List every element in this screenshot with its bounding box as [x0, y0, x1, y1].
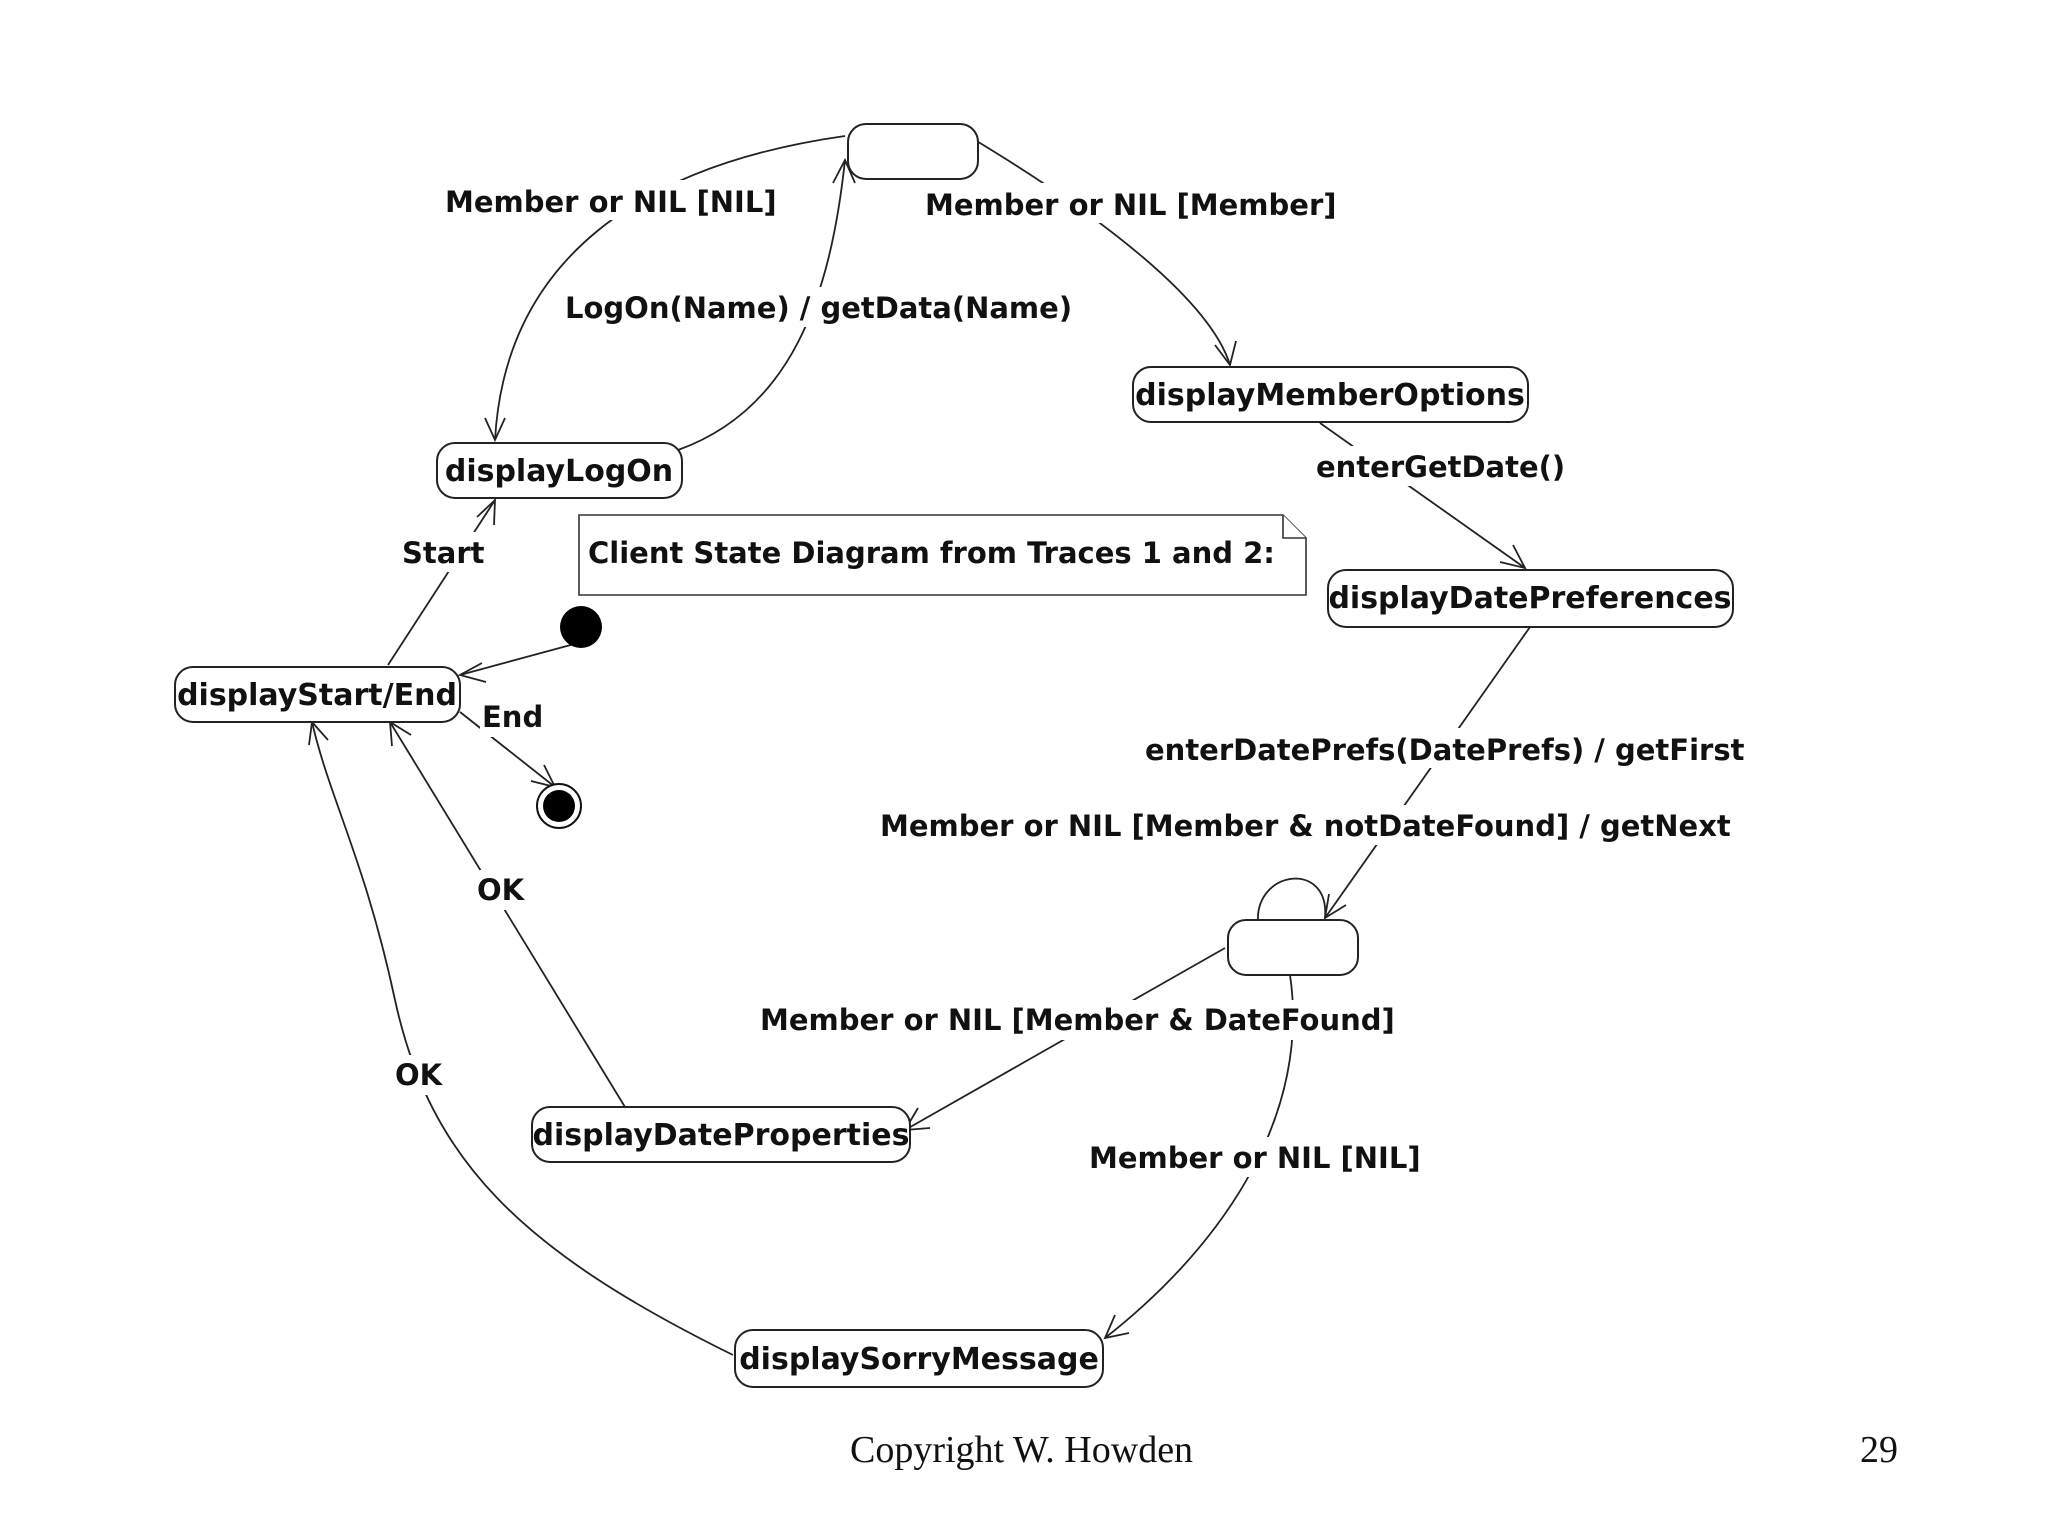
arrowhead-start-in — [457, 662, 487, 683]
final-state-inner — [543, 790, 575, 822]
label-logon: LogOn(Name) / getData(Name) — [565, 291, 1072, 325]
edge-properties-to-start — [389, 721, 626, 1108]
decision-node-bottom — [1227, 919, 1359, 976]
footer-copyright: Copyright W. Howden — [850, 1429, 1194, 1471]
label-enter-date-prefs: enterDatePrefs(DatePrefs) / getFirst — [1145, 733, 1745, 767]
state-label-display-date-properties: displayDateProperties — [533, 1118, 910, 1153]
arrowhead-prefs-in — [1499, 544, 1527, 570]
state-label-display-start-end: displayStart/End — [177, 678, 457, 713]
edge-end-to-final — [459, 711, 556, 788]
label-enter-get-date: enterGetDate() — [1316, 450, 1565, 484]
note-text: Client State Diagram from Traces 1 and 2… — [588, 536, 1275, 570]
arrowhead-sorry-in — [1103, 1314, 1130, 1340]
edge-sorry-to-start — [311, 721, 734, 1356]
decision-node-top — [847, 123, 979, 180]
arrowhead-options-in — [1214, 340, 1237, 368]
initial-state — [560, 606, 602, 648]
label-member-nil-nil-bottom: Member or NIL [NIL] — [1089, 1141, 1421, 1175]
state-display-start-end: displayStart/End — [174, 666, 461, 723]
edge-nil-to-logon — [494, 135, 846, 441]
label-ok-sorry: OK — [395, 1058, 444, 1092]
state-display-member-options: displayMemberOptions — [1132, 366, 1529, 423]
state-label-display-member-options: displayMemberOptions — [1135, 378, 1525, 413]
edge-start-to-logon — [387, 499, 496, 666]
edge-prefs-to-decision — [1324, 626, 1531, 919]
label-ok-properties: OK — [477, 873, 526, 907]
state-label-display-sorry-message: displaySorryMessage — [739, 1342, 1099, 1377]
state-display-date-properties: displayDateProperties — [531, 1106, 911, 1163]
label-member-nil-nil-top: Member or NIL [NIL] — [445, 185, 777, 219]
arrowhead-logon-start-in — [476, 497, 496, 526]
label-member-nil-member: Member or NIL [Member] — [925, 188, 1337, 222]
arrowhead-logon-in — [484, 417, 506, 443]
state-display-logon: displayLogOn — [436, 442, 683, 499]
edge-initial-to-start — [459, 642, 579, 676]
note-box — [578, 514, 1307, 596]
arrowhead-decision-in — [832, 157, 856, 184]
arrowhead-start-ok2-in — [308, 719, 329, 746]
edge-self-loop — [1257, 877, 1326, 923]
state-label-display-date-preferences: displayDatePreferences — [1328, 581, 1731, 616]
label-start: Start — [402, 536, 485, 570]
note-fold — [1282, 515, 1306, 539]
edge-member-to-options — [969, 136, 1231, 366]
label-end: End — [482, 700, 543, 734]
state-label-display-logon: displayLogOn — [445, 454, 673, 489]
label-member-not-date-found: Member or NIL [Member & notDateFound] / … — [880, 809, 1731, 843]
page-number: 29 — [1860, 1429, 1898, 1471]
edge-logon-to-decision — [677, 159, 846, 451]
state-display-date-preferences: displayDatePreferences — [1327, 569, 1734, 628]
label-member-date-found: Member or NIL [Member & DateFound] — [760, 1003, 1395, 1037]
state-display-sorry-message: displaySorryMessage — [734, 1329, 1104, 1388]
edge-options-to-prefs — [1319, 422, 1526, 569]
